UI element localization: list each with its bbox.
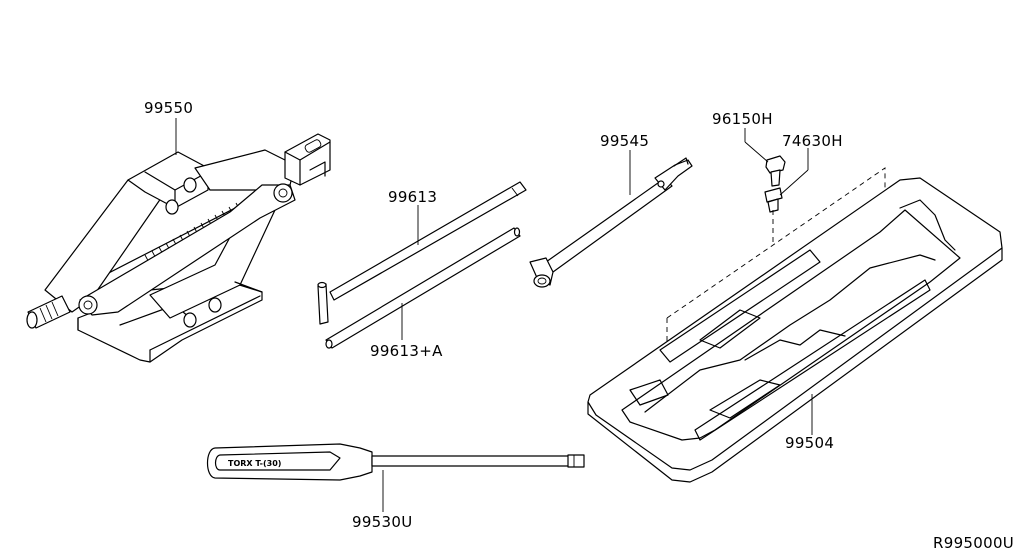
scissor-jack-drawing (26, 133, 331, 363)
extension-rod-drawing (317, 181, 527, 349)
part-label-99613-a: 99613+A (370, 342, 443, 360)
part-label-74630h: 74630H (782, 132, 843, 150)
part-label-99545: 99545 (600, 132, 649, 150)
bolt-and-clip-drawing (764, 155, 786, 213)
part-label-99504: 99504 (785, 434, 834, 452)
part-label-99530u: 99530U (352, 513, 413, 531)
part-label-99550: 99550 (144, 99, 193, 117)
torx-screwdriver-drawing: TORX T-(30) (206, 443, 585, 481)
leader-96150h-b (744, 141, 769, 163)
tool-tray-drawing (587, 177, 1003, 483)
leader-74630h-b (779, 169, 809, 196)
wheel-nut-wrench-drawing (529, 157, 693, 288)
part-label-99613: 99613 (388, 188, 437, 206)
part-label-96150h: 96150H (712, 110, 773, 128)
screwdriver-handle-text: TORX T-(30) (228, 459, 281, 468)
drawing-code: R995000U (933, 534, 1014, 552)
